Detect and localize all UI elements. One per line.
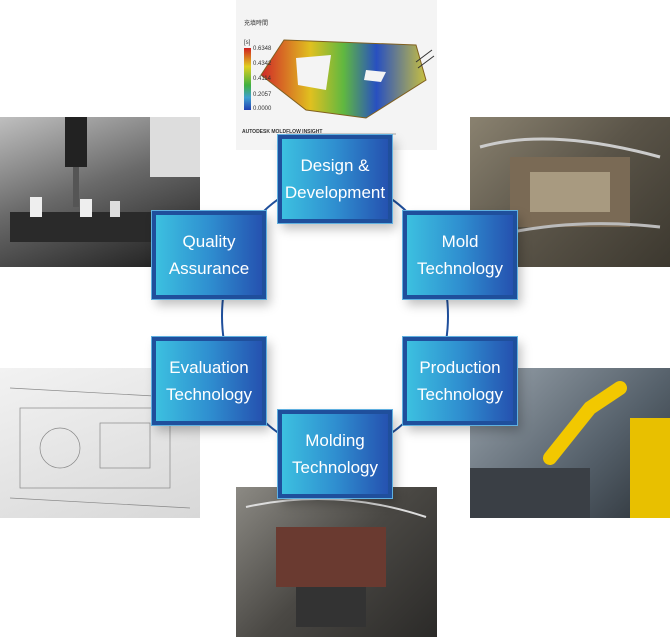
node-design-development[interactable]: Design &Development bbox=[277, 134, 393, 224]
color-legend-bar bbox=[244, 48, 251, 110]
molding-machine-photo bbox=[236, 487, 437, 637]
mold-flow-simulation-image: 充填時間 [s] 0.6348 0.4342 0.4114 0.2057 0.0… bbox=[236, 0, 437, 150]
mold-part bbox=[260, 39, 427, 119]
